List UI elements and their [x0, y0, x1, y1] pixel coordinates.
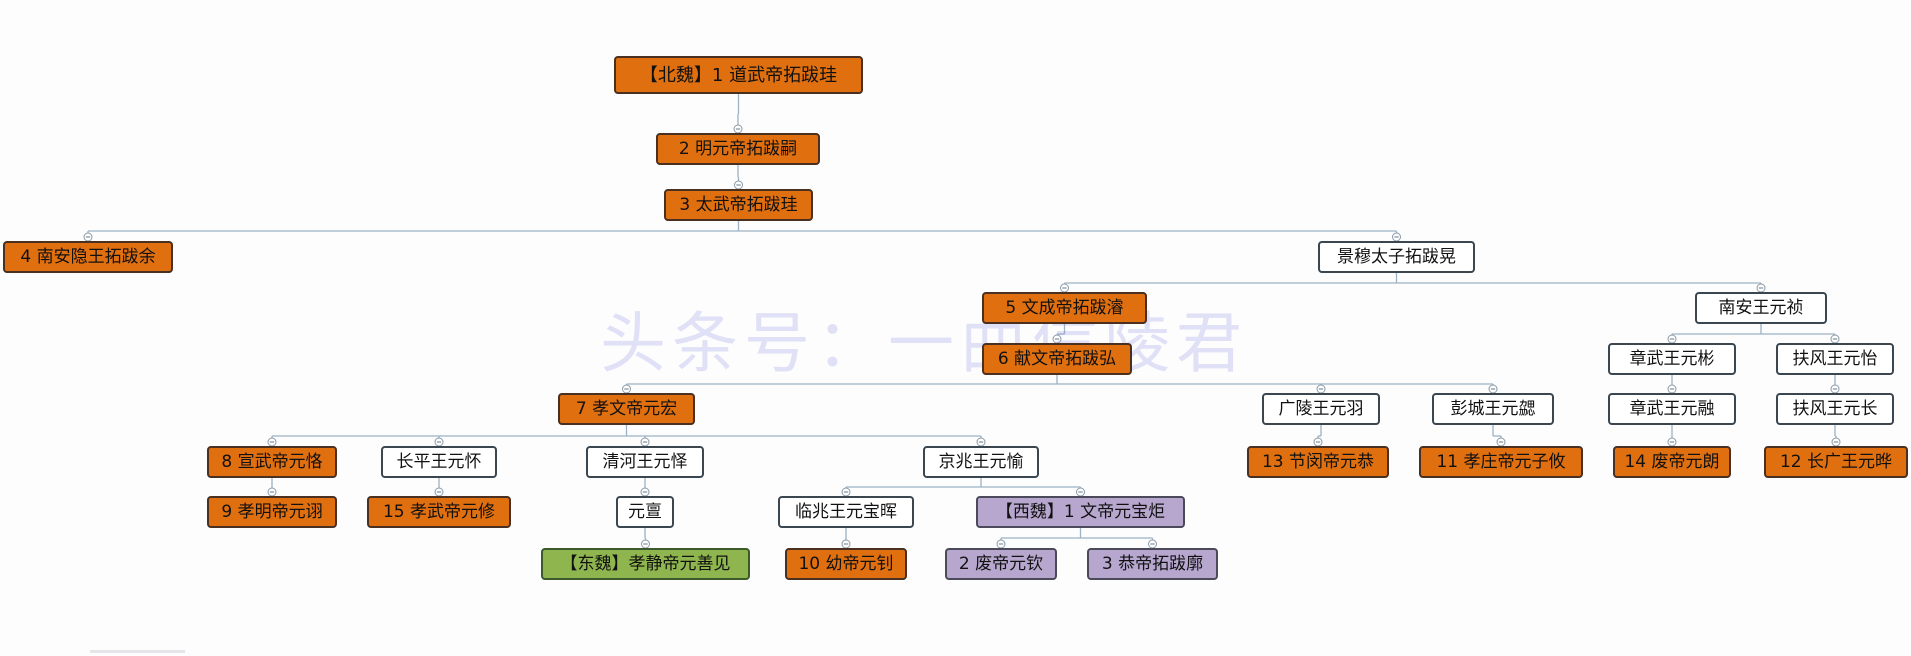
node-zhangwu-rong-king[interactable]: 章武王元融 — [1608, 393, 1736, 425]
node-wencheng-emperor[interactable]: 5 文成帝拓跋濬 — [982, 292, 1147, 324]
node-nanan-zhen-king[interactable]: 南安王元祯 — [1695, 292, 1827, 324]
node-fufeng-yi-king[interactable]: 扶风王元怡 — [1776, 343, 1894, 375]
node-zhangwu-bin-king[interactable]: 章武王元彬 — [1608, 343, 1736, 375]
node-mingyuan-emperor[interactable]: 2 明元帝拓跋嗣 — [656, 133, 820, 165]
node-youdi-emperor[interactable]: 10 幼帝元钊 — [785, 548, 907, 580]
node-xiwei-gongdi[interactable]: 3 恭帝拓跋廓 — [1087, 548, 1218, 580]
node-fufeng-chang-king[interactable]: 扶风王元长 — [1776, 393, 1894, 425]
node-jingmu-prince[interactable]: 景穆太子拓跋晃 — [1318, 241, 1475, 273]
node-changping-king[interactable]: 长平王元怀 — [381, 446, 497, 478]
node-jiemin-emperor[interactable]: 13 节闵帝元恭 — [1247, 446, 1389, 478]
node-dongwei-xiaojing[interactable]: 【东魏】孝静帝元善见 — [541, 548, 750, 580]
node-nanan-yin-king[interactable]: 4 南安隐王拓跋余 — [3, 241, 173, 273]
node-feidi-lang[interactable]: 14 废帝元朗 — [1613, 446, 1731, 478]
node-jingzhao-king[interactable]: 京兆王元愉 — [923, 446, 1039, 478]
node-xiaowu-emperor[interactable]: 15 孝武帝元修 — [367, 496, 511, 528]
node-xiaozhuang-emperor[interactable]: 11 孝庄帝元子攸 — [1419, 446, 1583, 478]
node-xiwei-feidi-qin[interactable]: 2 废帝元钦 — [945, 548, 1057, 580]
node-daowu-emperor[interactable]: 【北魏】1 道武帝拓跋珪 — [614, 56, 863, 94]
node-linzhao-king[interactable]: 临兆王元宝晖 — [778, 496, 914, 528]
node-qinghe-king[interactable]: 清河王元怿 — [586, 446, 704, 478]
node-xiwei-wendi[interactable]: 【西魏】1 文帝元宝炬 — [976, 496, 1185, 528]
node-pengcheng-king[interactable]: 彭城王元勰 — [1432, 393, 1554, 425]
node-xiaowen-emperor[interactable]: 7 孝文帝元宏 — [558, 393, 695, 425]
node-xianwen-emperor[interactable]: 6 献文帝拓跋弘 — [982, 343, 1132, 375]
node-taiwu-emperor[interactable]: 3 太武帝拓跋珪 — [664, 189, 813, 221]
node-yuandan[interactable]: 元亶 — [616, 496, 674, 528]
node-xiaoming-emperor[interactable]: 9 孝明帝元诩 — [207, 496, 337, 528]
node-guangling-king[interactable]: 广陵王元羽 — [1262, 393, 1380, 425]
node-xuanwu-emperor[interactable]: 8 宣武帝元恪 — [207, 446, 337, 478]
footer-bar — [90, 650, 185, 653]
node-changguang-king[interactable]: 12 长广王元晔 — [1764, 446, 1908, 478]
